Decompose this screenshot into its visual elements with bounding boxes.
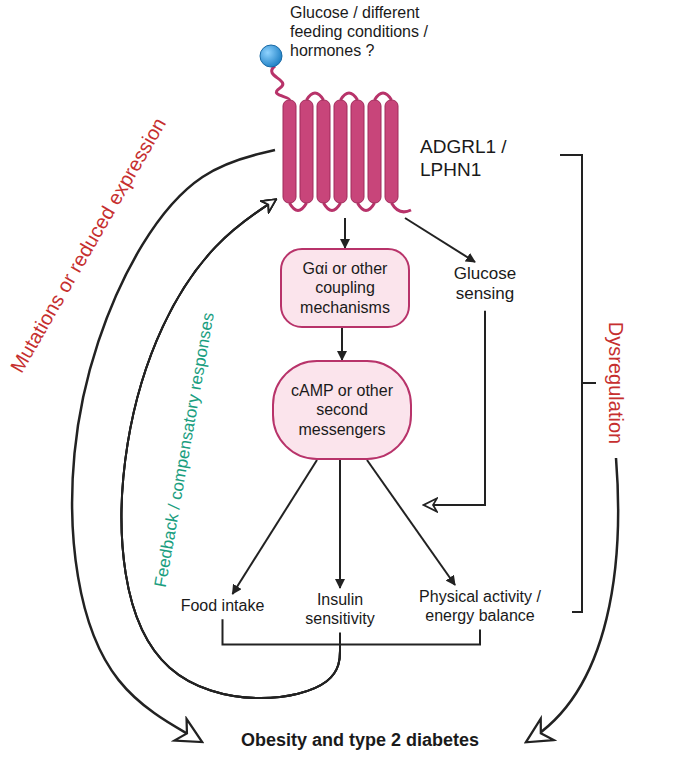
messenger-box: cAMP or other second messengers [272, 360, 412, 460]
connector-arrow [339, 460, 341, 588]
connector-arrow [341, 328, 343, 360]
node-text: cAMP or other second messengers [284, 381, 400, 439]
connector-arrow [344, 218, 346, 248]
node-text: Obesity and type 2 diabetes [241, 730, 479, 752]
disease-outcome: Obesity and type 2 diabetes [200, 728, 520, 754]
sensing-label: Glucose sensing [435, 262, 535, 307]
outcome-label: Insulin sensitivity [295, 588, 385, 630]
transmembrane-helix [300, 100, 313, 203]
pathway-label: Mutations or reduced expression [5, 113, 171, 376]
n-terminus [272, 66, 290, 100]
node-text: Gαi or other coupling mechanisms [292, 259, 398, 317]
ligand-label: Glucose / different feeding conditions /… [290, 3, 450, 61]
coupling-box: Gαi or other coupling mechanisms [280, 248, 410, 328]
transmembrane-helix [317, 100, 330, 203]
node-text: Physical activity / energy balance [402, 587, 558, 625]
node-text: Insulin sensitivity [297, 590, 383, 628]
receptor-loops [290, 93, 412, 212]
transmembrane-helix [368, 100, 381, 203]
outcome-label: Physical activity / energy balance [400, 585, 560, 627]
ligand-ball [260, 45, 282, 67]
transmembrane-helix [385, 100, 398, 203]
node-text: Food intake [181, 596, 265, 615]
connector-arrow [233, 460, 318, 594]
sensing-input-arrow [425, 311, 485, 505]
transmembrane-helix [283, 100, 296, 203]
dysregulation-arrow [528, 458, 618, 741]
receptor-shape [275, 88, 415, 218]
feedback-label: Feedback / compensatory responses [151, 311, 219, 589]
connector-arrow [367, 460, 455, 585]
transmembrane-helix [351, 100, 364, 203]
transmembrane-helix [334, 100, 347, 203]
node-text: ADGRL1 / LPHN1 [420, 136, 520, 182]
outcome-label: Food intake [170, 594, 275, 617]
node-text: Glucose sensing [437, 264, 533, 305]
receptor-7tm: ADGRL1 / LPHN1 [275, 88, 525, 218]
dysregulation-bracket [560, 155, 596, 612]
connector-arrow [405, 218, 475, 262]
dysregulation-label: Dysregulation [604, 322, 628, 444]
